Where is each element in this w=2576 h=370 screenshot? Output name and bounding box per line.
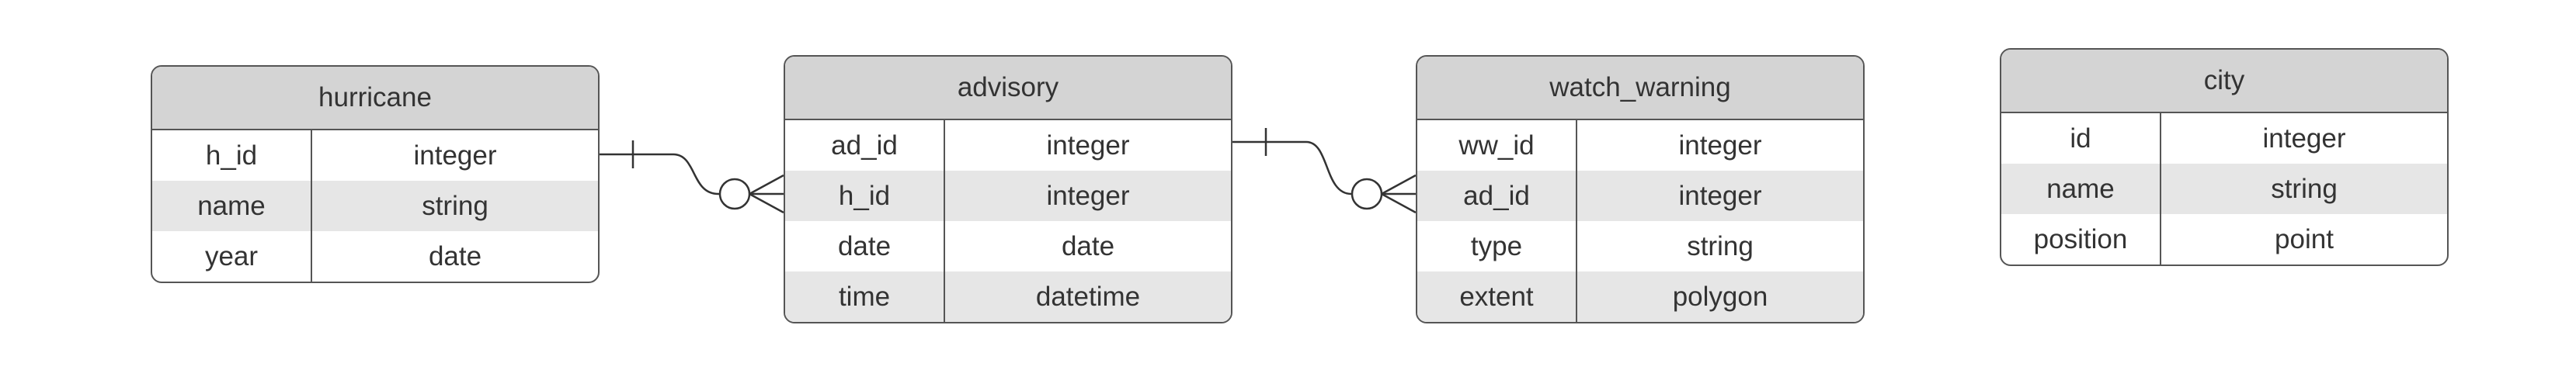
entity-hurricane[interactable]: hurricane h_id integer name string year …	[151, 65, 600, 283]
entity-row: ww_id integer	[1417, 120, 1863, 171]
relationship-hurricane-advisory	[600, 140, 784, 214]
field-name: time	[785, 271, 945, 322]
field-type: datetime	[1035, 281, 1141, 312]
connector-line	[1232, 140, 1367, 195]
field-type: string	[422, 190, 488, 221]
field-name: year	[152, 231, 312, 282]
field-name: ad_id	[1417, 171, 1577, 221]
entity-row: extent polygon	[1417, 271, 1863, 322]
entity-row: ad_id integer	[785, 120, 1231, 171]
zero-cardinality-circle	[1351, 178, 1383, 210]
entity-row: ad_id integer	[1417, 171, 1863, 221]
entity-row: date date	[785, 221, 1231, 271]
field-type: integer	[2262, 123, 2346, 154]
field-name: name	[2001, 164, 2161, 214]
field-type: integer	[1678, 130, 1762, 161]
entity-row: time datetime	[785, 271, 1231, 322]
field-type: integer	[1046, 130, 1130, 161]
field-type: integer	[413, 140, 497, 171]
entity-title: advisory	[785, 57, 1231, 120]
field-type: point	[2275, 223, 2334, 254]
crows-foot-upper	[1381, 174, 1417, 195]
entity-row: h_id integer	[785, 171, 1231, 221]
field-name: h_id	[785, 171, 945, 221]
field-name: id	[2001, 113, 2161, 164]
field-type: polygon	[1672, 281, 1768, 312]
entity-title: hurricane	[152, 67, 598, 130]
field-name: name	[152, 181, 312, 231]
relationship-advisory-watch-warning	[1232, 128, 1417, 214]
field-type: date	[428, 240, 482, 271]
field-name: type	[1417, 221, 1577, 271]
entity-row: position point	[2001, 214, 2447, 265]
field-type: integer	[1678, 180, 1762, 211]
entity-city[interactable]: city id integer name string position poi…	[2000, 48, 2449, 266]
connector-line	[600, 153, 735, 195]
field-name: h_id	[152, 130, 312, 181]
field-type: date	[1061, 230, 1115, 261]
entity-title: watch_warning	[1417, 57, 1863, 120]
crows-foot-upper	[749, 174, 784, 195]
crows-foot-lower	[1381, 192, 1417, 214]
field-type: string	[2271, 173, 2338, 204]
entity-row: year date	[152, 231, 598, 282]
entity-advisory[interactable]: advisory ad_id integer h_id integer date…	[784, 55, 1232, 323]
entity-row: name string	[152, 181, 598, 231]
zero-cardinality-circle	[718, 178, 751, 210]
entity-watch-warning[interactable]: watch_warning ww_id integer ad_id intege…	[1416, 55, 1865, 323]
entity-row: type string	[1417, 221, 1863, 271]
entity-row: h_id integer	[152, 130, 598, 181]
field-name: extent	[1417, 271, 1577, 322]
field-name: position	[2001, 214, 2161, 265]
field-name: date	[785, 221, 945, 271]
entity-title: city	[2001, 50, 2447, 113]
entity-row: id integer	[2001, 113, 2447, 164]
entity-row: name string	[2001, 164, 2447, 214]
crows-foot-lower	[749, 192, 784, 214]
field-type: integer	[1046, 180, 1130, 211]
field-name: ad_id	[785, 120, 945, 171]
field-name: ww_id	[1417, 120, 1577, 171]
field-type: string	[1687, 230, 1754, 261]
